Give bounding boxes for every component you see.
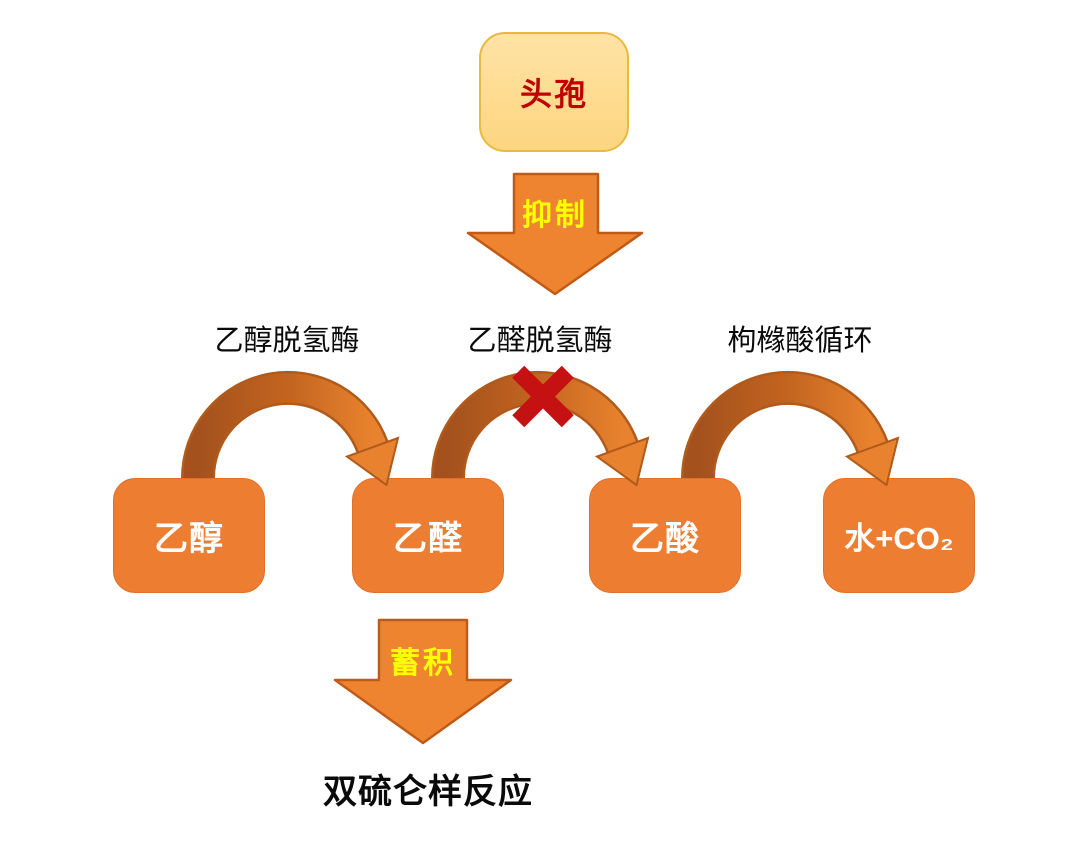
node-water-co2-label: 水+CO₂: [844, 521, 954, 556]
node-ethanol: 乙醇: [113, 478, 265, 593]
down-arrow-icon: [466, 172, 644, 296]
node-cephalosporin: 头孢: [479, 32, 629, 152]
node-acetic-acid: 乙酸: [589, 478, 741, 593]
node-acetaldehyde-label: 乙醛: [393, 520, 463, 558]
label-acetaldehyde-dehydrogenase: 乙醛脱氢酶: [467, 325, 613, 357]
label-alcohol-dehydrogenase: 乙醇脱氢酶: [214, 325, 360, 357]
down-arrow-icon: [333, 618, 513, 745]
node-cephalosporin-label: 头孢: [519, 76, 588, 112]
blocked-cross-icon: [512, 365, 574, 428]
accumulate-arrow: 蓄积: [332, 618, 514, 746]
inhibit-label: 抑制: [522, 199, 588, 232]
curved-arrow-ethanol-to-acetaldehyde: [170, 366, 420, 486]
result-label: 双硫仑样反应: [323, 773, 533, 811]
label-citric-acid-cycle: 枸橼酸循环: [727, 325, 873, 357]
node-acetic-acid-label: 乙酸: [630, 520, 700, 558]
node-ethanol-label: 乙醇: [154, 520, 224, 558]
curved-arrow-acetic-acid-to-water-co2: [670, 366, 920, 486]
accumulate-label: 蓄积: [390, 647, 456, 680]
node-acetaldehyde: 乙醛: [352, 478, 504, 593]
node-water-co2: 水+CO₂: [823, 478, 975, 593]
inhibit-arrow: 抑制: [465, 172, 645, 297]
